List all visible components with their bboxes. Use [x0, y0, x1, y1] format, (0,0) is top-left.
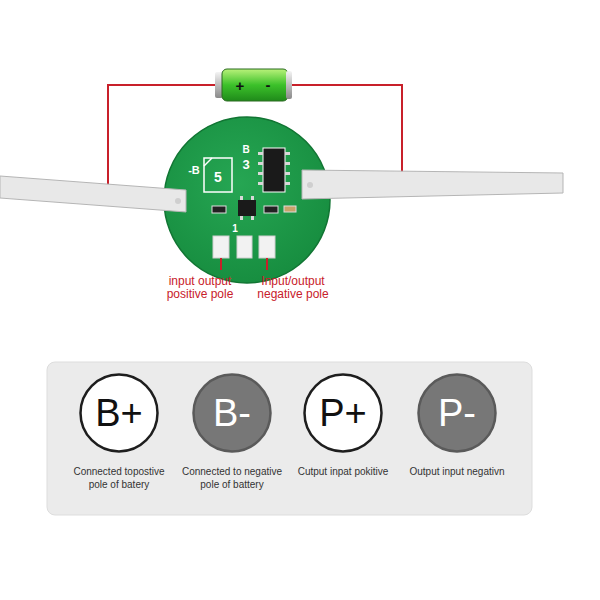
terminal-caption: Connected topostive pole of batery: [63, 466, 175, 491]
polarity-sign: -: [266, 77, 271, 94]
pad: [213, 236, 229, 258]
legend-panel: [47, 362, 532, 515]
battery-cap: [286, 71, 292, 99]
terminal-name: P-: [416, 372, 498, 454]
silkscreen-text: B: [242, 144, 249, 155]
battery: [222, 69, 288, 101]
terminal-name: B+: [78, 372, 160, 454]
terminal-name: B-: [191, 372, 273, 454]
nickel-strip: [302, 170, 563, 199]
terminal-circle: P+ Cutput inpat pokitive: [287, 372, 399, 479]
terminal-circle: B- Connected to negative pole of battery: [176, 372, 288, 491]
terminal-circle: B+ Connected topostive pole of batery: [63, 372, 175, 491]
nickel-strip: [0, 176, 186, 212]
terminal-circle: P- Output input negativn: [401, 372, 513, 479]
pad-label: Input/output negative pole: [250, 275, 336, 301]
terminal-caption: Connected to negative pole of battery: [176, 466, 288, 491]
polarity-sign: +: [236, 78, 245, 95]
circle-outline: B-: [191, 372, 273, 454]
ic-pins: [258, 152, 290, 185]
silkscreen-text: 1: [232, 223, 238, 234]
silkscreen-text: 3: [242, 158, 249, 172]
terminal-caption: Output input negativn: [401, 466, 513, 479]
leader-line: [266, 258, 268, 270]
silkscreen: [204, 158, 232, 192]
ic-chip: [263, 148, 285, 192]
leader-line: [220, 258, 222, 270]
transistor-pins: [240, 196, 254, 220]
resistor: [212, 206, 226, 213]
pad: [237, 236, 252, 258]
weld-spot: [175, 198, 181, 204]
circle-outline: P+: [302, 372, 384, 454]
weld-spot: [307, 182, 313, 188]
resistor: [264, 206, 278, 213]
circle-outline: P-: [416, 372, 498, 454]
pad: [259, 236, 275, 258]
pad-label: input output positive pole: [157, 275, 243, 301]
pcb-board: [164, 117, 330, 283]
terminal-name: P+: [302, 372, 384, 454]
transistor: [238, 200, 256, 216]
silkscreen-text: 5: [214, 170, 222, 185]
capacitor: [284, 206, 296, 212]
silkscreen: [204, 158, 212, 166]
circle-outline: B+: [78, 372, 160, 454]
terminal-caption: Cutput inpat pokitive: [287, 466, 399, 479]
silkscreen-text: -B: [188, 164, 200, 176]
